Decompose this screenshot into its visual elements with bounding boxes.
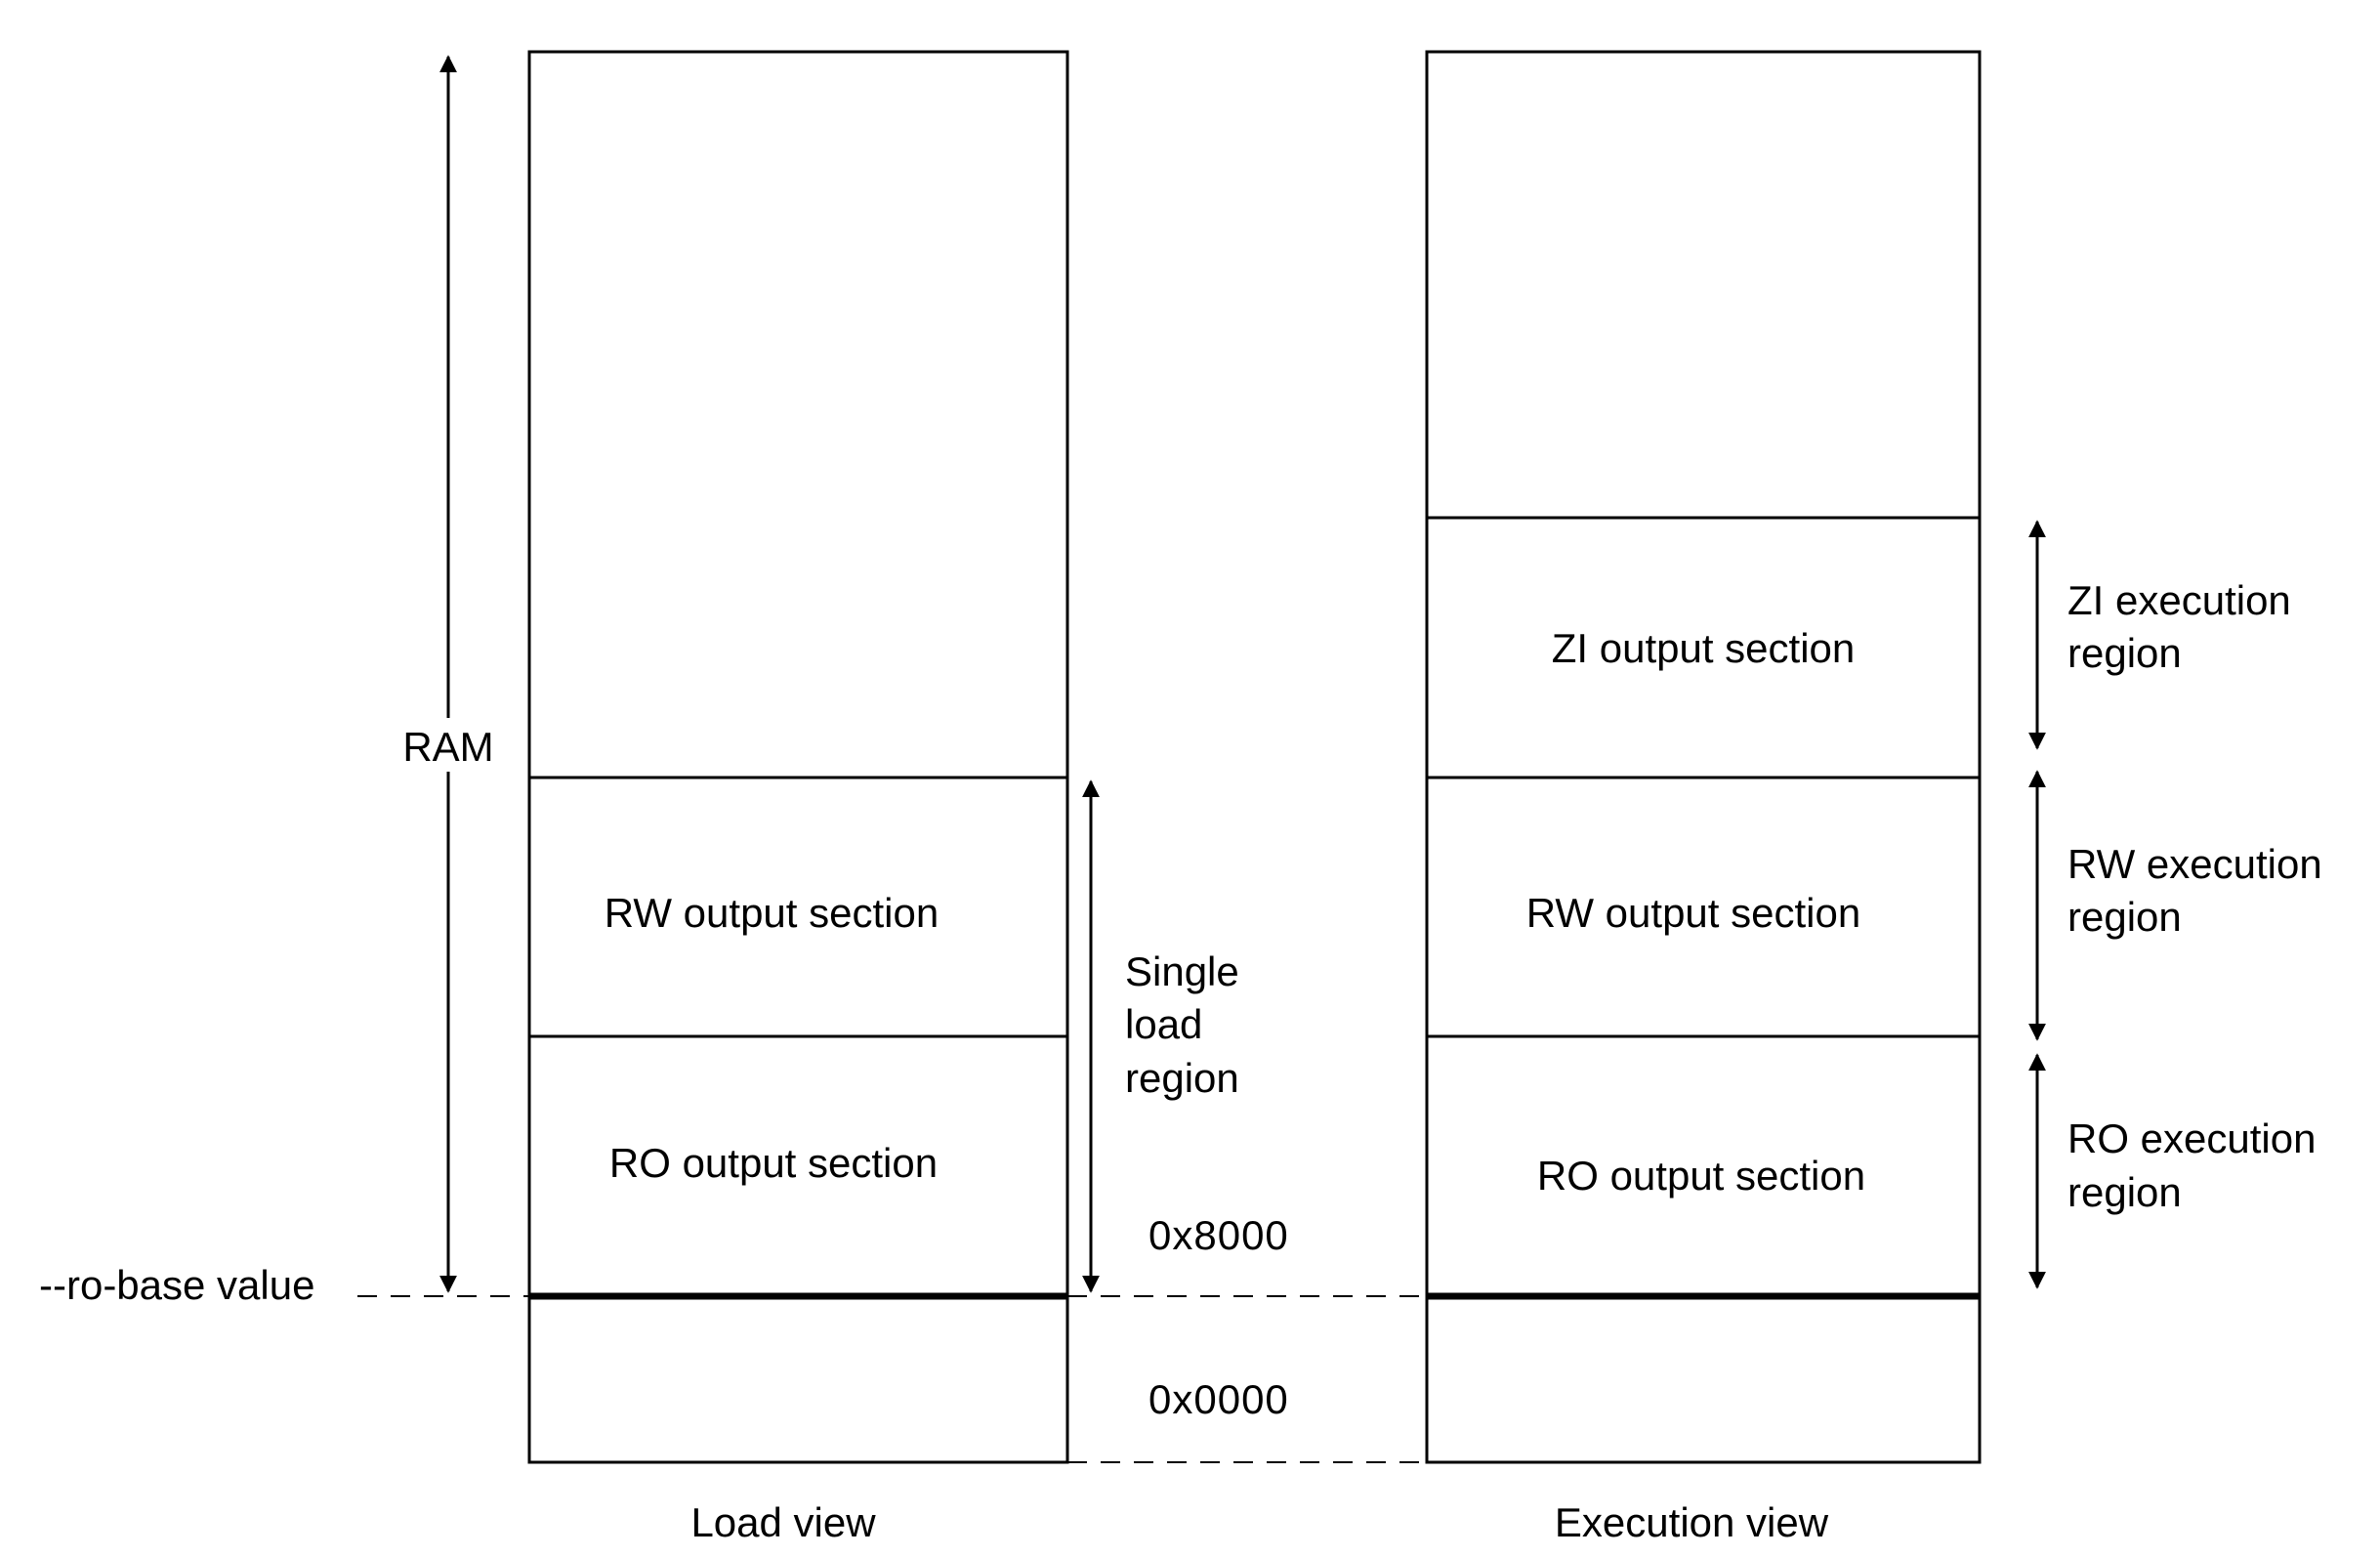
address-0x8000: 0x8000 xyxy=(1148,1212,1289,1258)
ro-base-marker: --ro-base value xyxy=(39,1262,529,1308)
zi-execution-region-span: ZI execution region xyxy=(2028,520,2291,750)
single-load-region-line-1: Single xyxy=(1125,948,1239,994)
execution-view-caption: Execution view xyxy=(1555,1499,1829,1545)
exec-zi-section-label: ZI output section xyxy=(1552,625,1856,671)
load-ro-section-label: RO output section xyxy=(609,1140,938,1186)
load-view-column: RW output section RO output section Load… xyxy=(527,50,1069,1545)
execution-view-memory-block xyxy=(1425,50,1982,1464)
rw-execution-region-span: RW execution region xyxy=(2028,770,2322,1041)
single-load-region-span: Single load region xyxy=(1082,779,1239,1293)
load-rw-section-label: RW output section xyxy=(605,890,939,936)
ram-label: RAM xyxy=(402,724,493,770)
address-markers: 0x8000 0x0000 xyxy=(1067,1212,1427,1463)
load-view-memory-block xyxy=(527,50,1069,1464)
rw-execution-region-line-2: region xyxy=(2067,894,2182,940)
ro-base-label: --ro-base value xyxy=(39,1262,314,1308)
address-0x0000: 0x0000 xyxy=(1148,1376,1289,1422)
rw-execution-region-line-1: RW execution xyxy=(2067,841,2322,887)
load-view-caption: Load view xyxy=(690,1499,876,1545)
single-load-region-line-3: region xyxy=(1125,1055,1239,1101)
execution-view-column: ZI output section RW output section RO o… xyxy=(1425,50,1982,1545)
exec-ro-section-label: RO output section xyxy=(1537,1153,1865,1199)
ro-execution-region-line-2: region xyxy=(2067,1169,2182,1215)
zi-execution-region-line-2: region xyxy=(2067,630,2182,676)
ro-execution-region-line-1: RO execution xyxy=(2067,1115,2316,1161)
zi-execution-region-line-1: ZI execution xyxy=(2067,577,2291,623)
exec-rw-section-label: RW output section xyxy=(1526,890,1860,936)
ro-execution-region-span: RO execution region xyxy=(2028,1053,2316,1289)
ram-span: RAM xyxy=(402,55,494,1293)
single-load-region-line-2: load xyxy=(1125,1001,1202,1047)
